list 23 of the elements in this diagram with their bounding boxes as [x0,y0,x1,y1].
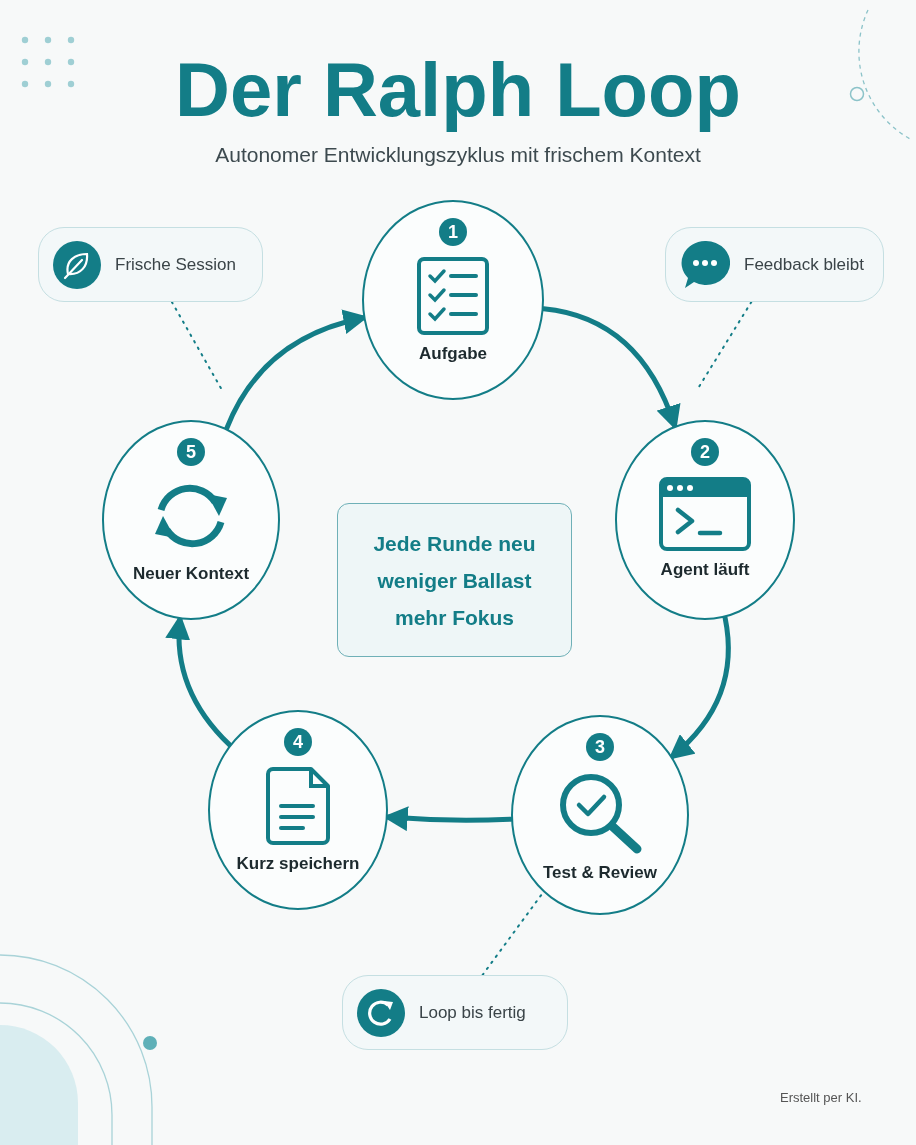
leader-line [481,891,545,976]
note-pill [342,975,568,1050]
title: Der Ralph Loop [175,47,741,132]
leader-line [170,301,223,391]
step-label: Test & Review [543,863,657,883]
step-number: 1 [439,218,467,246]
message-box [337,503,572,657]
step-number: 2 [691,438,719,466]
subtitle: Autonomer Entwicklungszyklus mit frischem Kontext [215,143,701,166]
step-label: Kurz speichern [236,854,360,874]
note-pill [665,227,884,302]
step-number: 4 [284,728,312,756]
note-text: Feedback bleibt [744,254,865,275]
step-label: Agent läuft [660,560,750,580]
step-label: Neuer Kontext [132,564,250,584]
note-text: Loop bis fertig [419,1002,526,1023]
step-number: 3 [586,733,614,761]
message-text: Jede Runde neu weniger Ballast mehr Fokus [372,530,537,631]
step-label: Aufgabe [419,344,487,364]
note-pill [38,227,263,302]
note-text: Frische Session [115,254,236,275]
footnote: Erstellt per KI. [780,1090,862,1105]
step-number: 5 [177,438,205,466]
